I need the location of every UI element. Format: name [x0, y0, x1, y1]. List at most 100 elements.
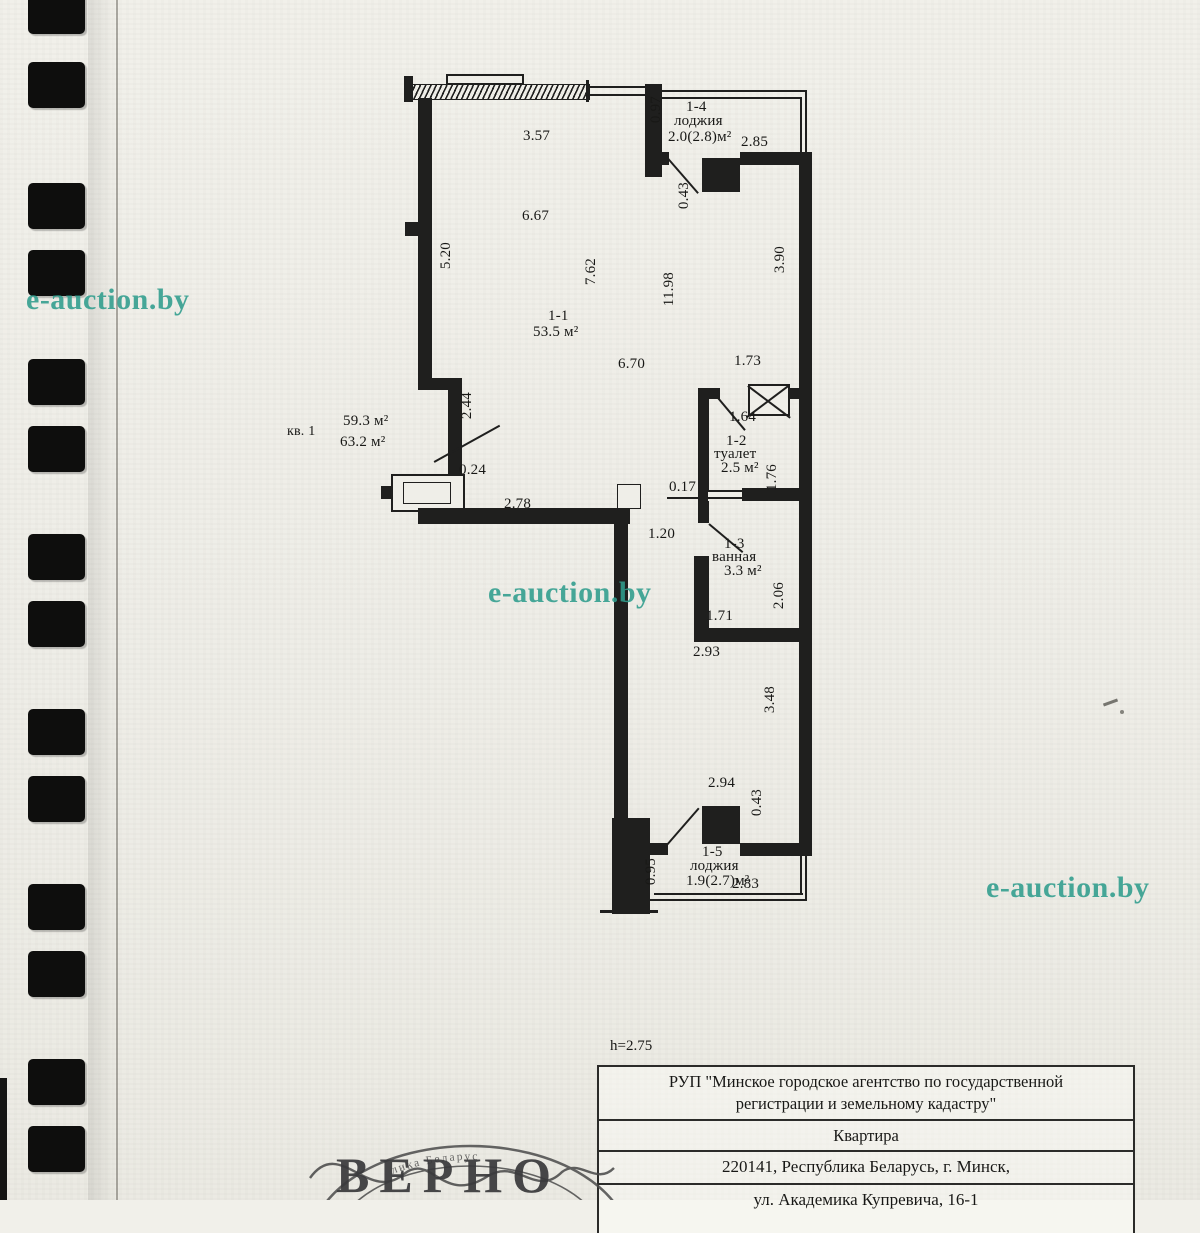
loggia-parapet-line: [805, 90, 807, 154]
footer-row-address1: 220141, Республика Беларусь, г. Минск,: [599, 1152, 1133, 1185]
door-threshold: [708, 490, 742, 499]
wall-segment: [740, 152, 812, 165]
dim-label: 1.64: [729, 409, 757, 425]
watermark: e-auction.by: [26, 283, 190, 316]
dim-label: 2.06: [771, 582, 787, 610]
dim-label: 0.95: [643, 858, 659, 886]
room-label-1-5-id: 1-5: [702, 844, 723, 860]
window-symbol: [588, 86, 648, 96]
footer-row-object-type: Квартира: [599, 1121, 1133, 1153]
dim-label: 3.57: [523, 128, 551, 144]
dim-label: 2.78: [504, 496, 532, 512]
dim-label: 11.98: [661, 272, 677, 307]
binding-hole: [28, 534, 85, 580]
wall-segment: [740, 843, 812, 856]
dim-label: 0.24: [459, 462, 487, 478]
binding-hole: [28, 359, 85, 405]
room-label-1-1-area: 53.5 м²: [533, 324, 579, 340]
dim-label: 7.62: [583, 258, 599, 286]
wall-segment: [418, 508, 630, 524]
wall-segment: [612, 818, 650, 914]
binding-hole: [28, 709, 85, 755]
dim-label: 5.20: [438, 242, 454, 270]
dim-label: 1.76: [764, 464, 780, 492]
leader-line: [433, 424, 500, 463]
room-label-1-1-id: 1-1: [548, 308, 569, 324]
loggia-parapet-line: [805, 843, 807, 901]
binding-hole: [28, 776, 85, 822]
dim-label: 2.94: [708, 775, 736, 791]
dim-label: 3.48: [762, 686, 778, 714]
stamp-signature: [309, 1162, 615, 1187]
height-note: h=2.75: [610, 1038, 653, 1054]
room-label-1-4-name: лоджия: [674, 113, 723, 129]
binding-hole: [28, 951, 85, 997]
loggia-parapet-line: [661, 90, 807, 92]
binding-hole: [28, 250, 85, 296]
watermark: e-auction.by: [488, 576, 652, 609]
binding-hole: [28, 62, 85, 108]
loggia-parapet-line: [800, 97, 802, 153]
balcony-door-block: [702, 158, 740, 192]
wall-corridor: [614, 524, 628, 820]
balcony-door-block: [702, 806, 740, 844]
room-label-1-3-name: ванная: [712, 549, 757, 565]
binding-hole: [28, 601, 85, 647]
room-label-1-4-id: 1-4: [686, 99, 707, 115]
room-label-1-5-name: лоджия: [690, 858, 739, 874]
stamp-outer-ring: [326, 1144, 614, 1200]
wall-segment: [788, 388, 811, 399]
loggia-parapet-line: [800, 848, 802, 894]
wall-segment: [650, 843, 668, 855]
wall-segment: [742, 488, 811, 501]
footer-row-address2: ул. Академика Купревича, 16-1: [753, 1189, 979, 1209]
dim-label: 6.70: [618, 356, 646, 372]
dim-label: 2.83: [732, 876, 760, 892]
door-jamb: [617, 484, 641, 509]
dim-label: 0.17: [669, 479, 697, 495]
binding-shadow: [88, 0, 116, 1200]
wall-tick: [586, 80, 589, 102]
wall-segment: [430, 378, 462, 390]
dim-label: 2.44: [459, 392, 475, 420]
page-edge-mark: [0, 1078, 7, 1200]
binding-hole: [28, 426, 85, 472]
room-label-1-3-area: 3.3 м²: [724, 563, 762, 579]
verno-stamp-text: ВЕРНО: [336, 1147, 562, 1203]
round-stamp: лика Беларус: [309, 1144, 615, 1200]
room-label-1-2-id: 1-2: [726, 433, 747, 449]
dim-label: 0.43: [676, 182, 692, 210]
binding-hole: [28, 884, 85, 930]
dim-label: 2.93: [693, 644, 721, 660]
dim-label: 0.43: [749, 789, 765, 817]
apartment-number-label: кв. 1: [287, 424, 316, 439]
wall-tick: [381, 486, 392, 499]
room-label-1-5-area: 1.9(2.7)м²: [686, 873, 750, 889]
wall-segment: [694, 628, 811, 642]
loggia-parapet-line: [654, 893, 803, 895]
loggia-parapet-line: [661, 97, 802, 99]
footer-row-agency: РУП "Минское городское агентство по госу…: [599, 1067, 1133, 1121]
door-swing-line: [665, 807, 700, 847]
total-area-label: 63.2 м²: [340, 434, 386, 450]
window-sill: [446, 74, 524, 85]
dim-label: 0.97: [648, 96, 664, 124]
binding-hole: [28, 183, 85, 229]
watermark: e-auction.by: [986, 871, 1150, 904]
room-label-1-3-id: 1-3: [724, 536, 745, 552]
entry-door-inner: [403, 482, 451, 504]
wall-segment: [645, 152, 669, 165]
wall-segment: [694, 556, 709, 642]
agency-line2: регистрации и земельному кадастру": [735, 1093, 997, 1113]
wall-tick: [405, 222, 418, 236]
dim-label: 2.85: [741, 134, 769, 150]
wall-segment-hatched: [408, 84, 590, 100]
room-label-1-2-name: туалет: [714, 446, 757, 462]
room-label-1-2-area: 2.5 м²: [721, 460, 759, 476]
room-label-1-4-area: 2.0(2.8)м²: [668, 129, 732, 145]
wall-tick: [600, 910, 658, 913]
page-margin-rule: [116, 0, 118, 1200]
scan-speck: [1102, 698, 1119, 707]
loggia-parapet-line: [650, 899, 807, 901]
binding-hole: [28, 1126, 85, 1172]
